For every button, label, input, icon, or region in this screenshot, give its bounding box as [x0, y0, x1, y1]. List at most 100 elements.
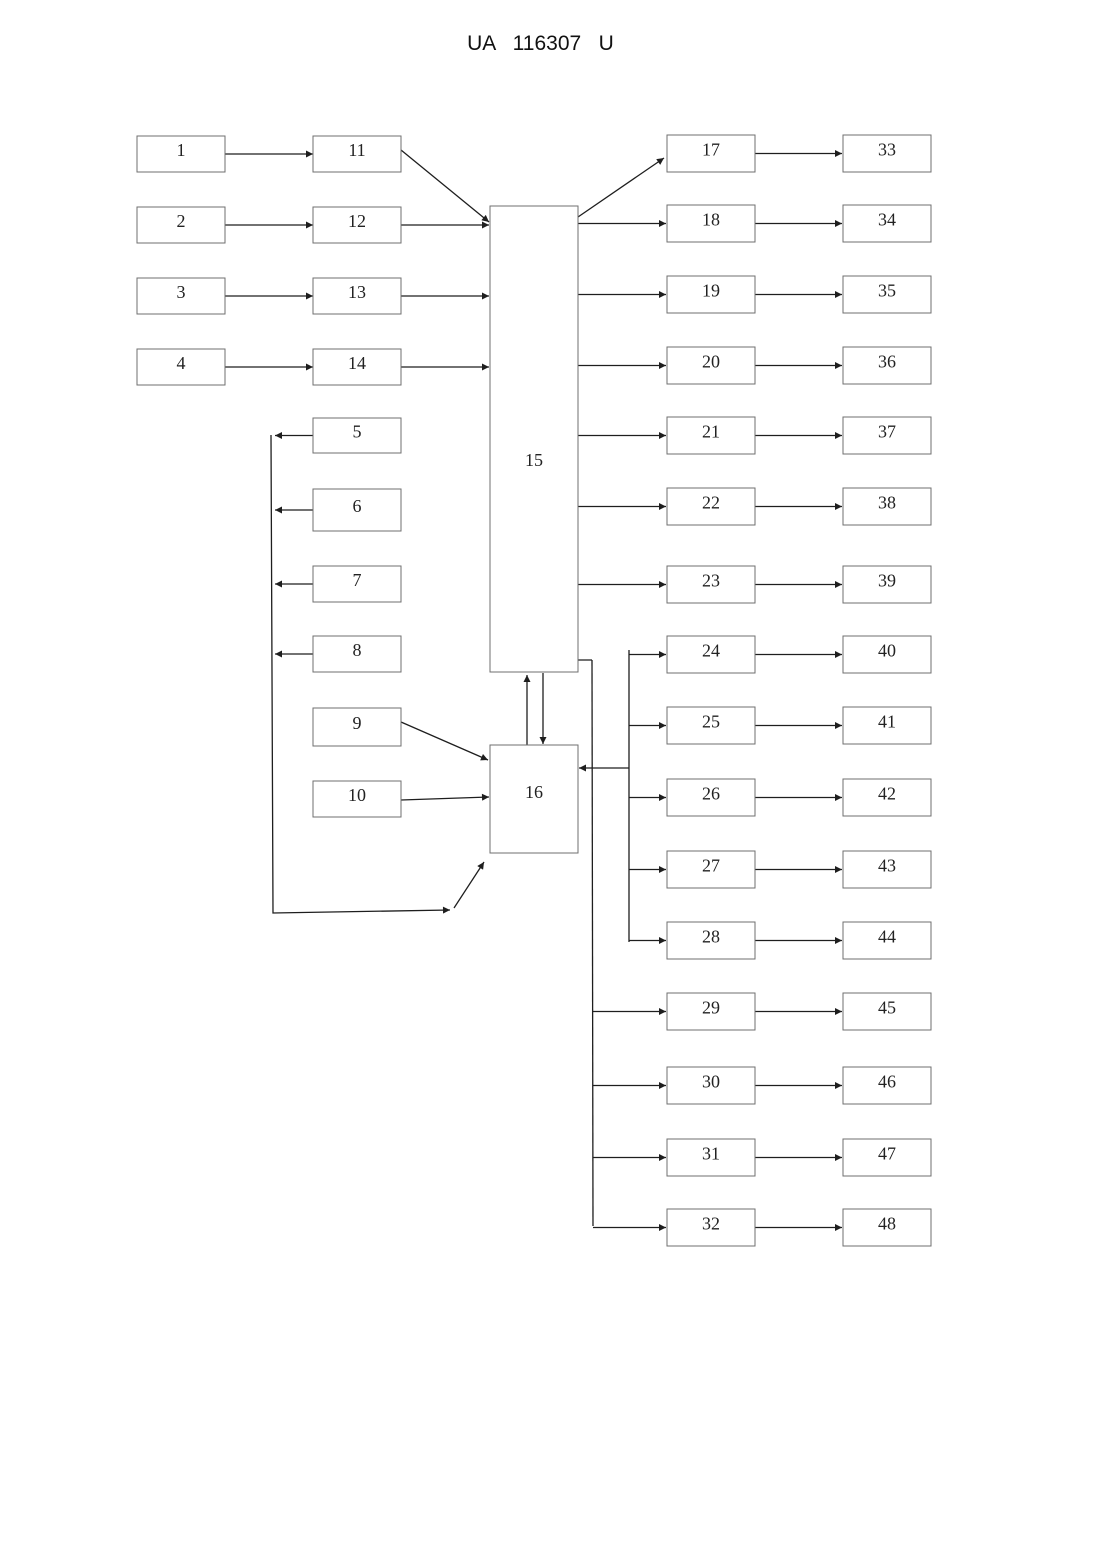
block-label: 39 [878, 571, 896, 591]
block-label: 5 [353, 422, 362, 442]
block-36: 36 [843, 347, 931, 384]
block-label: 25 [702, 712, 720, 732]
block-label: 19 [702, 281, 720, 301]
block-label: 47 [878, 1144, 896, 1164]
block-label: 17 [702, 140, 720, 160]
block-35: 35 [843, 276, 931, 313]
block-label: 4 [177, 353, 186, 373]
block-label: 22 [702, 493, 720, 513]
block-label: 34 [878, 210, 896, 230]
block-label: 12 [348, 211, 366, 231]
block-2: 2 [137, 207, 225, 243]
block-label: 10 [348, 785, 366, 805]
block-label: 27 [702, 856, 720, 876]
block-26: 26 [667, 779, 755, 816]
block-15: 15 [490, 206, 578, 672]
block-label: 44 [878, 927, 896, 947]
block-23: 23 [667, 566, 755, 603]
block-label: 20 [702, 352, 720, 372]
block-39: 39 [843, 566, 931, 603]
block-27: 27 [667, 851, 755, 888]
block-3: 3 [137, 278, 225, 314]
block-41: 41 [843, 707, 931, 744]
block-label: 1 [177, 140, 186, 160]
block-37: 37 [843, 417, 931, 454]
block-38: 38 [843, 488, 931, 525]
block-34: 34 [843, 205, 931, 242]
block-14: 14 [313, 349, 401, 385]
block-label: 9 [353, 713, 362, 733]
block-40: 40 [843, 636, 931, 673]
connector-line [578, 158, 664, 217]
block-16: 16 [490, 745, 578, 853]
block-label: 18 [702, 210, 720, 230]
block-28: 28 [667, 922, 755, 959]
block-10: 10 [313, 781, 401, 817]
block-label: 38 [878, 493, 896, 513]
block-1: 1 [137, 136, 225, 172]
block-11: 11 [313, 136, 401, 172]
block-24: 24 [667, 636, 755, 673]
block-5: 5 [313, 418, 401, 453]
block-47: 47 [843, 1139, 931, 1176]
block-label: 28 [702, 927, 720, 947]
block-8: 8 [313, 636, 401, 672]
block-21: 21 [667, 417, 755, 454]
block-label: 48 [878, 1214, 896, 1234]
block-7: 7 [313, 566, 401, 602]
block-25: 25 [667, 707, 755, 744]
block-label: 6 [353, 496, 362, 516]
block-46: 46 [843, 1067, 931, 1104]
block-label: 32 [702, 1214, 720, 1234]
block-label: 35 [878, 281, 896, 301]
block-label: 46 [878, 1072, 896, 1092]
block-label: 45 [878, 998, 896, 1018]
block-label: 42 [878, 784, 896, 804]
block-22: 22 [667, 488, 755, 525]
block-label: 15 [525, 450, 543, 470]
block-label: 23 [702, 571, 720, 591]
block-label: 29 [702, 998, 720, 1018]
block-45: 45 [843, 993, 931, 1030]
block-label: 24 [702, 641, 720, 661]
block-18: 18 [667, 205, 755, 242]
block-20: 20 [667, 347, 755, 384]
block-12: 12 [313, 207, 401, 243]
diagram-blocks: 1234567891011121314151617181920212223242… [137, 135, 931, 1246]
block-label: 11 [348, 140, 365, 160]
block-42: 42 [843, 779, 931, 816]
block-30: 30 [667, 1067, 755, 1104]
block-29: 29 [667, 993, 755, 1030]
block-label: 13 [348, 282, 366, 302]
block-4: 4 [137, 349, 225, 385]
block-label: 21 [702, 422, 720, 442]
connector-line [454, 862, 484, 908]
block-label: 16 [525, 782, 543, 802]
block-label: 37 [878, 422, 896, 442]
connector-line [592, 660, 593, 1226]
block-label: 41 [878, 712, 896, 732]
block-43: 43 [843, 851, 931, 888]
block-6: 6 [313, 489, 401, 531]
block-label: 36 [878, 352, 896, 372]
block-label: 14 [348, 353, 366, 373]
block-32: 32 [667, 1209, 755, 1246]
block-label: 26 [702, 784, 720, 804]
connector-line [401, 722, 488, 760]
block-44: 44 [843, 922, 931, 959]
block-label: 3 [177, 282, 186, 302]
block-label: 8 [353, 640, 362, 660]
connector-line [401, 797, 489, 800]
block-label: 2 [177, 211, 186, 231]
block-19: 19 [667, 276, 755, 313]
block-9: 9 [313, 708, 401, 746]
block-label: 40 [878, 641, 896, 661]
block-13: 13 [313, 278, 401, 314]
block-label: 43 [878, 856, 896, 876]
block-33: 33 [843, 135, 931, 172]
connector-line [401, 150, 489, 222]
block-label: 30 [702, 1072, 720, 1092]
block-label: 31 [702, 1144, 720, 1164]
block-31: 31 [667, 1139, 755, 1176]
